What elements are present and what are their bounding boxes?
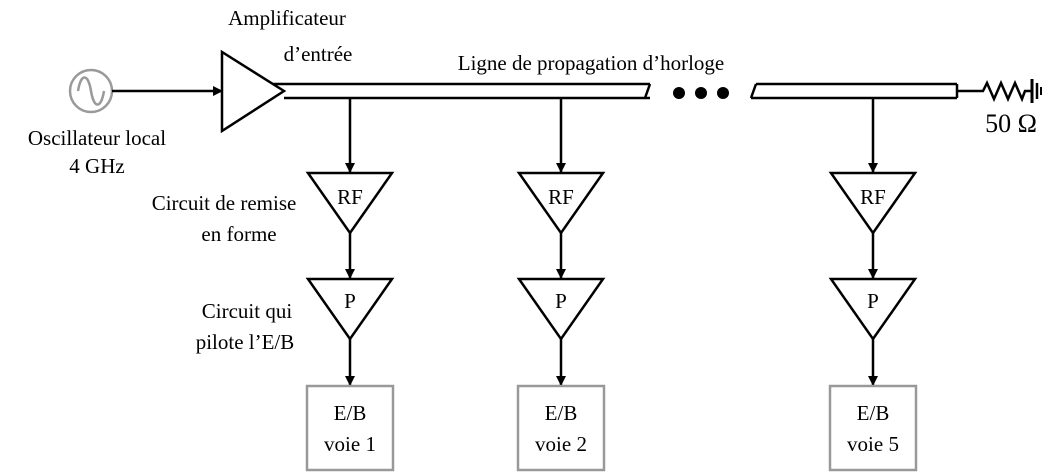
rf-label: RF: [548, 185, 574, 209]
oscillator-source: [68, 68, 114, 114]
eb-box-line1: E/B: [857, 401, 890, 425]
clock-line-left-segment: [273, 82, 652, 100]
eb-box: [305, 384, 395, 472]
termination-resistor: [957, 79, 1042, 103]
termination-label: 50 Ω: [985, 109, 1037, 138]
rf-label: RF: [337, 185, 363, 209]
oscillator-label-line2: 4 GHz: [69, 154, 124, 178]
channel-5: RF P E/B voie 5: [828, 98, 918, 472]
sine-wave-icon: [76, 76, 106, 106]
rf-triangle: [305, 171, 395, 236]
rf-triangle: [828, 171, 918, 236]
clock-line-right-segment: [749, 82, 959, 100]
channel-2: RF P E/B voie 2: [516, 98, 606, 472]
p-label: P: [344, 289, 356, 313]
clock-line-label: Ligne de propagation d’horloge: [458, 51, 725, 75]
oscillator-label-line1: Oscillateur local: [28, 126, 166, 150]
eb-box-line2: voie 5: [847, 432, 899, 456]
p-triangle: [828, 277, 918, 342]
rf-triangle: [516, 171, 606, 236]
eb-box-line1: E/B: [334, 401, 367, 425]
eb-box: [516, 384, 606, 472]
p-triangle: [516, 277, 606, 342]
eb-box-line2: voie 2: [535, 432, 587, 456]
eb-box: [828, 384, 918, 472]
p-triangle: [305, 277, 395, 342]
input-amplifier-triangle: [220, 49, 287, 134]
eb-box-line1: E/B: [545, 401, 578, 425]
channel-1: RF P E/B voie 1: [305, 98, 395, 472]
amplifier-label-line1: Amplificateur: [228, 6, 346, 30]
rf-label: RF: [860, 185, 886, 209]
eb-box-line2: voie 1: [324, 432, 376, 456]
ground-icon: [1030, 79, 1042, 103]
driver-label-line2: pilote l’E/B: [196, 330, 295, 354]
reshaping-label-line2: en forme: [201, 222, 276, 246]
driver-label-line1: Circuit qui: [202, 299, 293, 323]
ellipsis-dots-icon: [673, 87, 729, 99]
resistor-icon: [957, 79, 1032, 103]
p-label: P: [555, 289, 567, 313]
reshaping-label-line1: Circuit de remise: [152, 191, 297, 215]
p-label: P: [867, 289, 879, 313]
amplifier-label-line2: d’entrée: [284, 42, 353, 66]
